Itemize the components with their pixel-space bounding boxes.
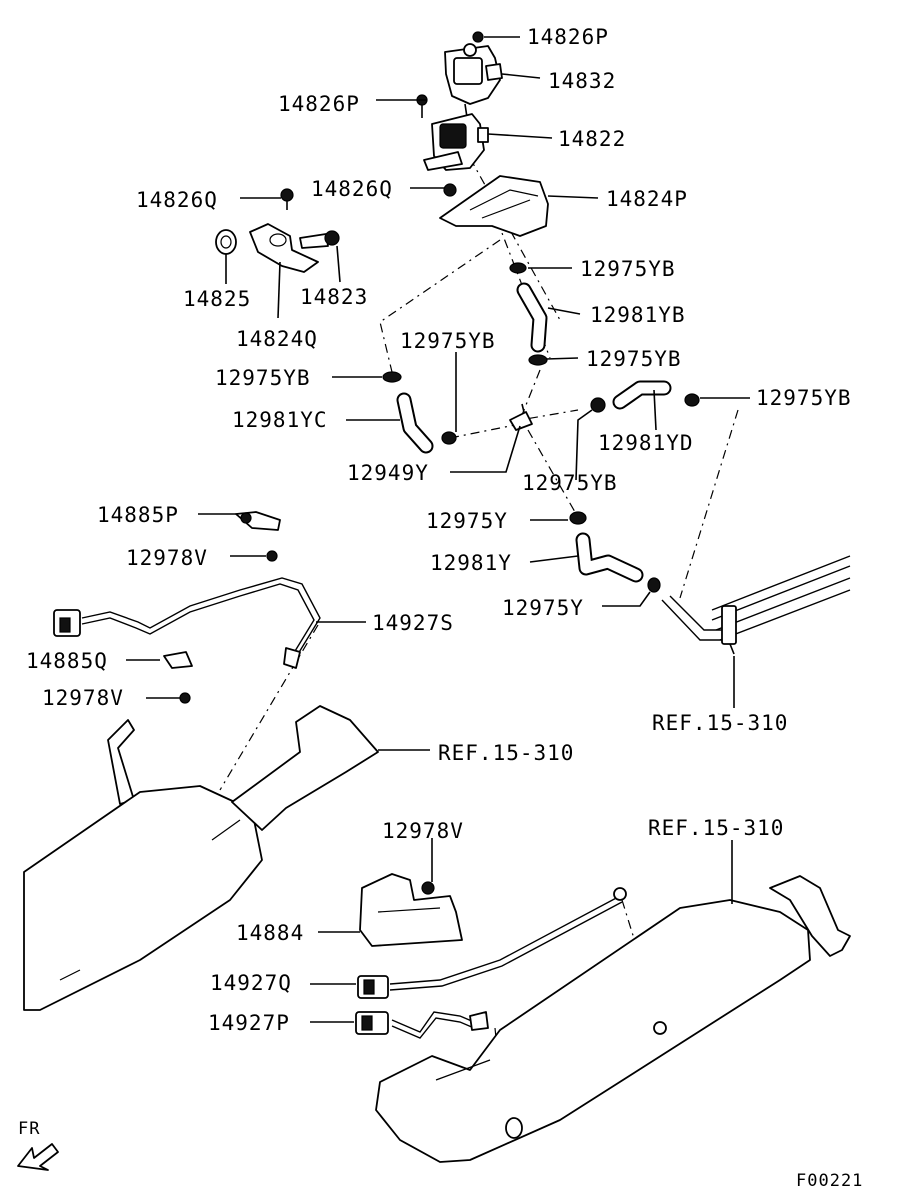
label-12978v-3: 12978V [382,819,464,843]
label-14824q: 14824Q [236,327,318,351]
bracket-14884 [359,873,463,947]
label-14885q: 14885Q [26,649,108,673]
label-14823: 14823 [300,285,368,309]
label-12975yb-5: 12975YB [756,386,852,410]
hose-12981yc [396,392,434,454]
bracket-14824q [249,223,319,273]
label-12975yb-6: 12975YB [522,471,618,495]
label-14832: 14832 [548,69,616,93]
hose-12981y [575,532,644,583]
bracket-14824p [439,175,549,237]
vapor-pipes [661,555,851,655]
label-12975yb-1: 12975YB [580,257,676,281]
clip-12975yb-1 [509,262,527,274]
label-ref-mid: REF.15-310 [438,741,574,765]
label-14825: 14825 [183,287,251,311]
sensor-harness-14927p [355,1011,489,1039]
label-14927q: 14927Q [210,971,292,995]
bolt-14826p-top [472,31,484,43]
label-12981yc: 12981YC [232,408,328,432]
clip-12975y-1 [569,511,587,525]
exhaust-converter-lower [375,875,851,1163]
label-12975yb-4: 12975YB [215,366,311,390]
label-ref-lower: REF.15-310 [648,816,784,840]
clip-12975yb-6 [684,393,700,407]
label-12978v-2: 12978V [42,686,124,710]
label-14826q-mid: 14826Q [311,177,393,201]
label-12975y-1: 12975Y [426,509,508,533]
label-14826p-mid: 14826P [278,92,360,116]
bolt-14826q-left [280,188,294,210]
label-12981yd: 12981YD [598,431,694,455]
label-12975yb-2: 12975YB [400,329,496,353]
label-12978v-1: 12978V [126,546,208,570]
clip-12975yb-5 [590,397,606,413]
label-14927p: 14927P [208,1011,290,1035]
sensor-harness-14927q [357,887,627,999]
front-direction-arrow-icon [17,1143,59,1171]
bolt-12978v-1 [266,550,278,562]
exhaust-converter-left [23,705,379,1011]
part-labels: 14826P 14832 14826P 14822 14826Q 14826Q … [18,25,863,1187]
label-ref-right: REF.15-310 [652,711,788,735]
solenoid-valve-14832 [444,43,503,125]
hose-12981yb [516,282,548,353]
bolt-12978v-2 [179,692,191,704]
label-14884: 14884 [236,921,304,945]
sensor-harness-14927s [53,577,321,669]
bracket-14885q [163,651,193,669]
clip-12975y-2 [647,577,661,593]
bracket-14885p [235,511,281,531]
label-14826p-top: 14826P [527,25,609,49]
bolt-14823 [299,230,340,249]
label-12981yb: 12981YB [590,303,686,327]
hose-12981yd [612,380,672,410]
leader-lines [126,36,750,1023]
solenoid-valve-14822 [423,113,489,171]
label-14826q-left: 14826Q [136,188,218,212]
joint-12949y [509,403,533,431]
label-14927s: 14927S [372,611,454,635]
clip-12975yb-2 [528,354,548,366]
label-14822: 14822 [558,127,626,151]
clip-12975yb-4 [441,431,457,445]
label-12949y: 12949Y [347,461,429,485]
label-14885p: 14885P [97,503,179,527]
clip-12975yb-3 [382,371,402,383]
grommet-14825 [215,229,237,255]
figure-code: F00221 [796,1171,863,1187]
label-12981y: 12981Y [430,551,512,575]
label-12975y-2: 12975Y [502,596,584,620]
label-fr: FR [18,1119,40,1139]
label-12975yb-3: 12975YB [586,347,682,371]
bolt-14826p-mid [416,94,428,118]
label-14824p: 14824P [606,187,688,211]
